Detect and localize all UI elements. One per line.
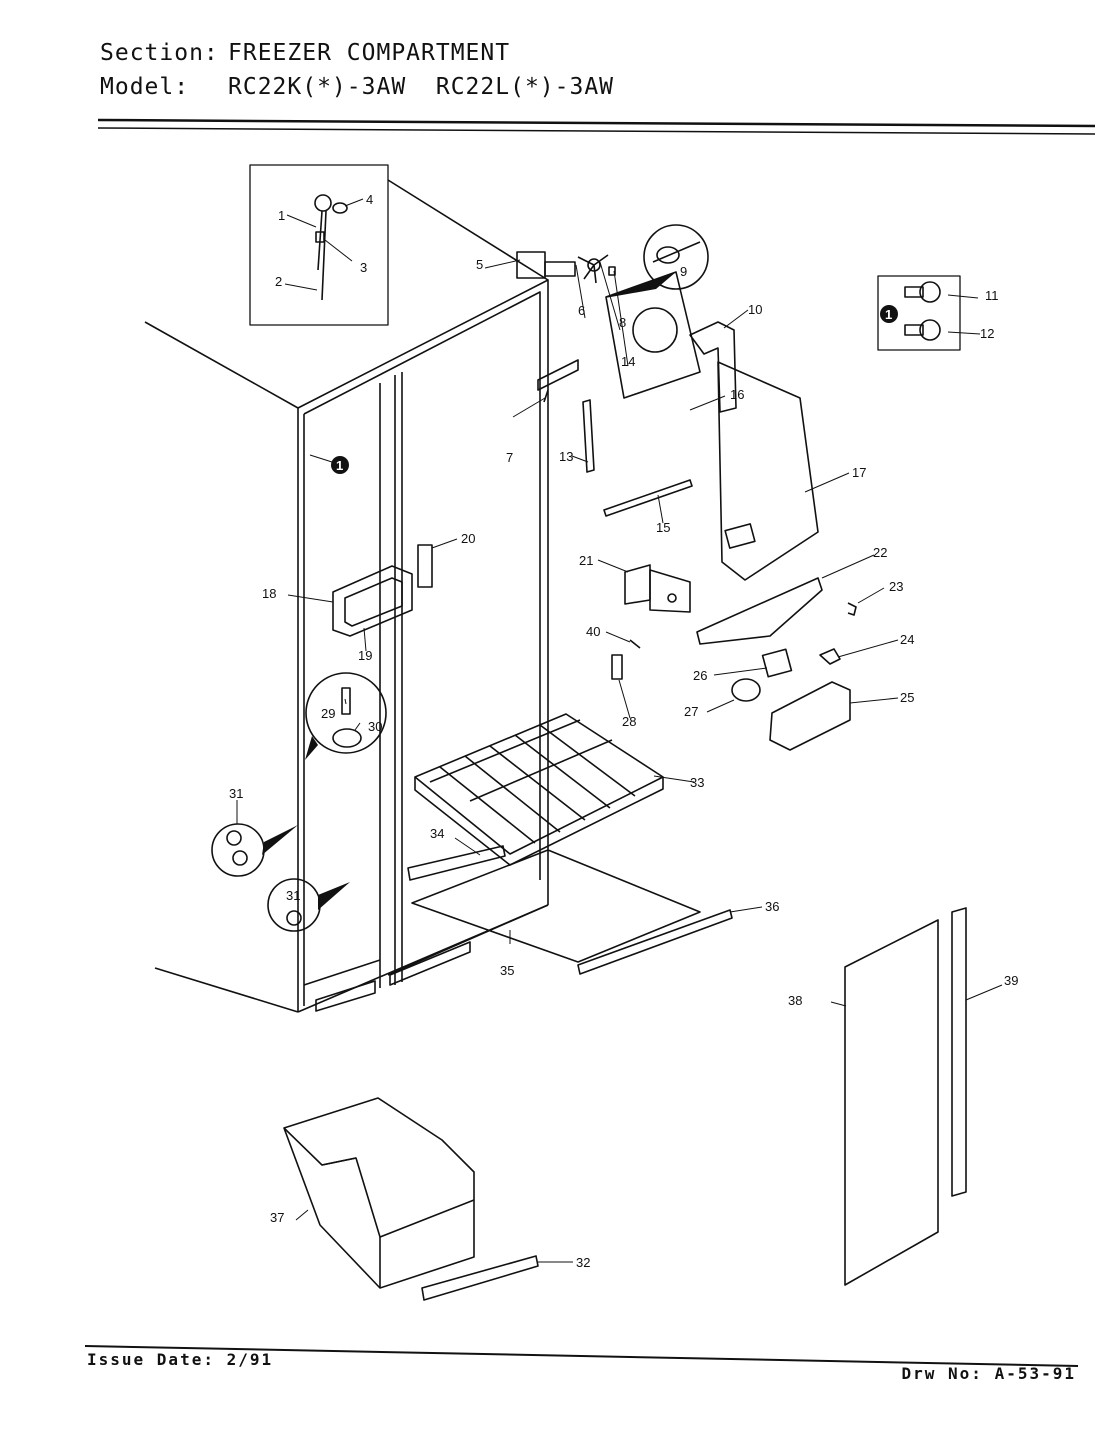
callout-7: 7 [506,450,513,465]
trim-34 [407,845,506,881]
callout-23: 23 [889,579,903,594]
lamp-bulb-27 [731,678,761,702]
callout-38: 38 [788,993,802,1008]
model-value: RC22K(*)-3AW RC22L(*)-3AW [228,74,615,100]
callout-14: 14 [621,354,635,369]
issue-date: Issue Date: 2/91 [87,1350,274,1369]
callout-32: 32 [576,1255,590,1270]
header-rule-bottom [97,127,1096,135]
inset-circle-31-lower [267,878,321,932]
callout-39: 39 [1004,973,1018,988]
callout-11: 11 [985,288,999,303]
callout-34: 34 [430,826,444,841]
callout-2: 2 [275,274,282,289]
callout-8: 8 [619,315,626,330]
footer-rule [84,1345,1079,1367]
cabinet-body [144,179,549,1013]
callout-40: 40 [586,624,600,639]
bracket-15 [603,479,693,517]
clip-24 [819,648,841,665]
inset-circle-29-30 [305,672,387,754]
tray-22 [696,577,823,645]
model-line: Model: RC22K(*)-3AW RC22L(*)-3AW [100,74,614,100]
callout-29: 29 [321,706,335,721]
section-value: FREEZER COMPARTMENT [228,40,511,66]
callout-21: 21 [579,553,593,568]
callout-labels: 1 2 3 4 5 6 7 8 9 10 11 12 13 14 15 16 1… [229,192,1018,1270]
damper-parts [314,194,348,301]
hinge-20 [417,544,433,588]
lamp-socket-26 [761,648,793,678]
wire-shelf-33 [414,713,664,866]
callout-35: 35 [500,963,514,978]
part-28 [611,654,623,680]
callout-36: 36 [765,899,779,914]
heater-13 [582,399,595,473]
header-rule-top [97,118,1096,128]
reference-marker-cabinet: 1 [331,456,349,474]
callout-18: 18 [262,586,276,601]
trim-32 [421,1255,539,1301]
clip-23 [847,602,857,616]
inset-box-damper [249,164,389,326]
fan-shroud-16 [605,271,701,399]
bracket-10 [689,321,737,413]
inset-circle-9 [643,224,709,290]
callout-5: 5 [476,257,483,272]
callout-20: 20 [461,531,475,546]
drawing-number: Drw No: A-53-91 [901,1364,1076,1383]
callout-33: 33 [690,775,704,790]
callout-27: 27 [684,704,698,719]
callout-37: 37 [270,1210,284,1225]
evaporator-cover-17 [717,361,819,581]
housing-18 [332,565,413,637]
callout-31-lower: 31 [286,888,300,903]
callout-19: 19 [358,648,372,663]
callout-30: 30 [368,719,382,734]
inset-box-11-12 [877,275,961,351]
callout-12: 12 [980,326,994,341]
fan-motor-assembly [516,251,616,403]
callout-26: 26 [693,668,707,683]
callout-22: 22 [873,545,887,560]
callout-10: 10 [748,302,762,317]
callout-28: 28 [622,714,636,729]
callout-31-upper: 31 [229,786,243,801]
callout-16: 16 [730,387,744,402]
callout-15: 15 [656,520,670,535]
control-21 [624,564,691,613]
svg-text:1: 1 [885,307,892,322]
section-title: Section: FREEZER COMPARTMENT [100,40,510,66]
section-label: Section: [100,40,219,66]
callout-25: 25 [900,690,914,705]
callout-4: 4 [366,192,373,207]
svg-text:1: 1 [336,458,343,473]
freezer-bin-37 [283,1097,475,1289]
callout-24: 24 [900,632,914,647]
lamp-cover-25 [769,681,851,751]
callout-6: 6 [578,303,585,318]
callout-9: 9 [680,264,687,279]
callout-17: 17 [852,465,866,480]
model-label: Model: [100,74,190,100]
reference-marker-inset: 1 [880,305,898,323]
screw-40 [629,639,641,649]
strip-39 [951,907,967,1197]
panel-38 [844,919,939,1286]
callout-1: 1 [278,208,285,223]
trim-36 [577,909,733,975]
glass-shelf-35 [411,849,701,963]
callout-3: 3 [360,260,367,275]
callout-13: 13 [559,449,573,464]
